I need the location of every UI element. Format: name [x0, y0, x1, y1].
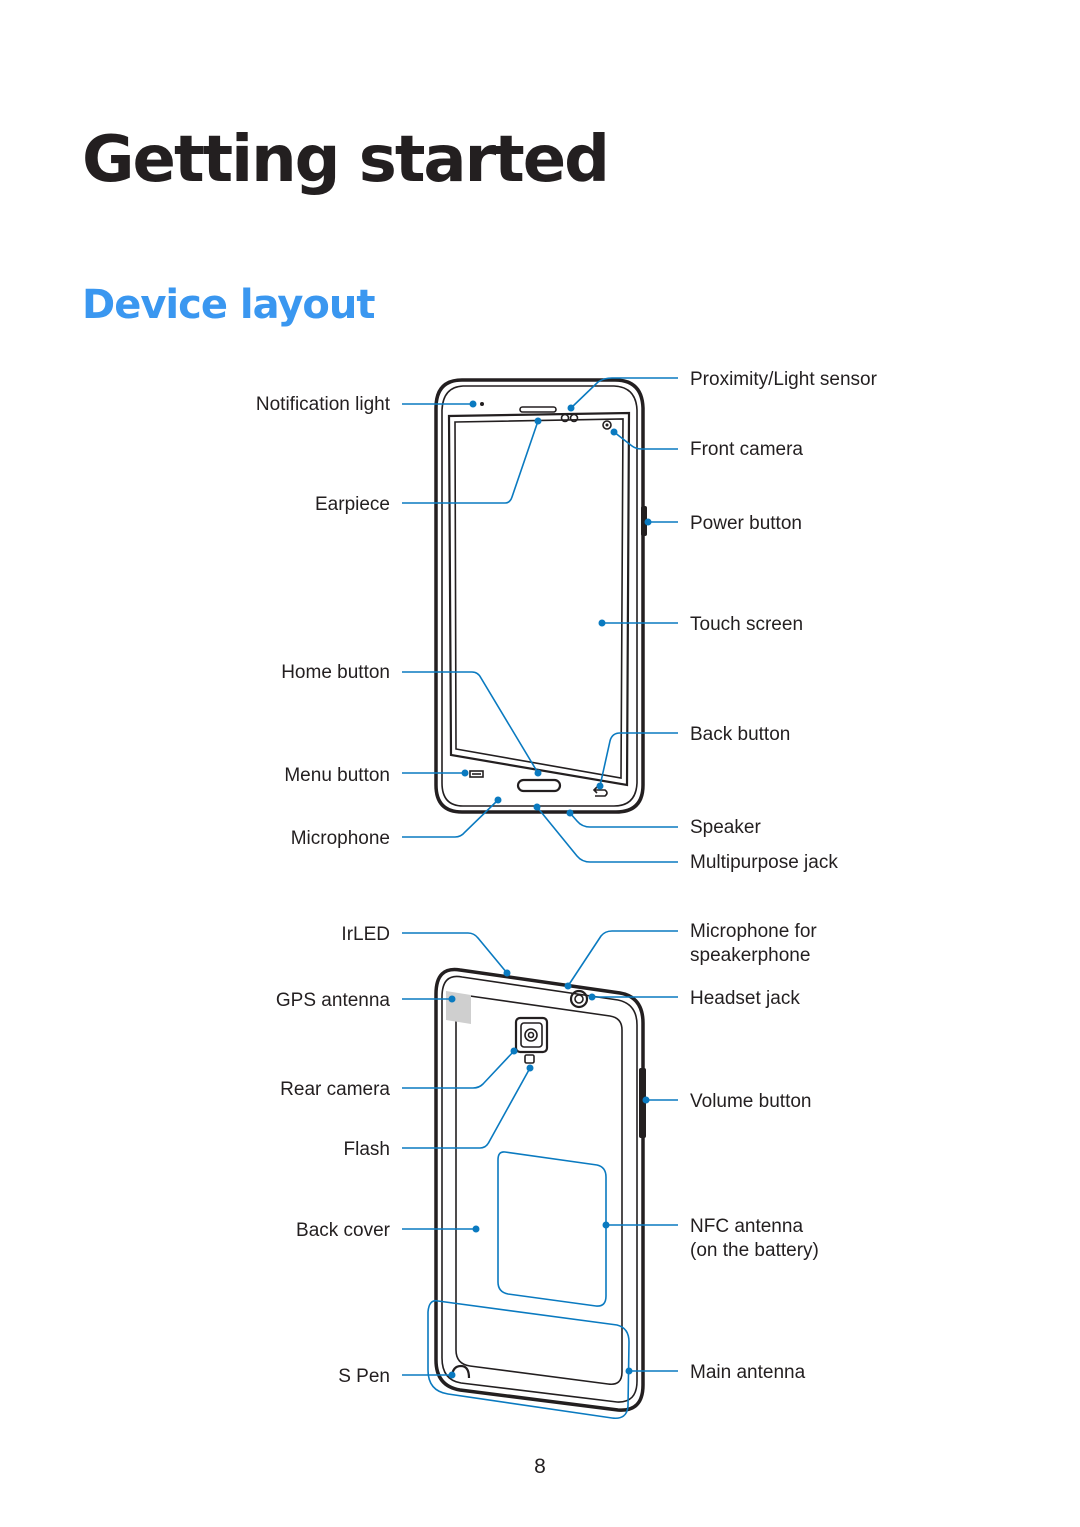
headset-jack	[569, 989, 589, 1009]
rear-camera	[514, 1016, 549, 1054]
callout-notification-light: Notification light	[256, 394, 477, 415]
notification-light	[480, 402, 484, 406]
label-headset-jack: Headset jack	[690, 988, 800, 1009]
callout-microphone-speakerphone: Microphone for speakerphone	[564, 921, 817, 990]
back-callouts: IrLED GPS antenna Rear camera Flash Back…	[276, 921, 819, 1387]
gps-antenna-patch	[446, 991, 471, 1024]
label-nfc-antenna-line1: NFC antenna	[690, 1216, 803, 1237]
callout-multipurpose-jack: Multipurpose jack	[533, 803, 838, 873]
front-phone-illustration	[434, 378, 647, 814]
label-multipurpose-jack: Multipurpose jack	[690, 852, 838, 873]
callout-home-button: Home button	[281, 662, 542, 777]
label-nfc-antenna-line2: (on the battery)	[690, 1240, 819, 1261]
label-main-antenna: Main antenna	[690, 1362, 806, 1383]
label-notification-light: Notification light	[256, 394, 391, 415]
label-earpiece: Earpiece	[315, 494, 390, 515]
volume-button	[639, 1068, 646, 1138]
callout-power-button: Power button	[644, 513, 802, 534]
label-rear-camera: Rear camera	[280, 1079, 390, 1100]
section-title: Device layout	[82, 282, 376, 328]
label-home-button: Home button	[281, 662, 390, 683]
callout-back-button: Back button	[596, 724, 790, 790]
label-gps-antenna: GPS antenna	[276, 990, 391, 1011]
label-volume-button: Volume button	[690, 1091, 811, 1112]
callout-s-pen: S Pen	[338, 1366, 456, 1387]
label-touch-screen: Touch screen	[690, 614, 803, 635]
front-callouts: Notification light Earpiece Home button …	[256, 369, 878, 873]
label-microphone: Microphone	[291, 828, 390, 849]
callout-speaker: Speaker	[566, 809, 761, 838]
main-antenna-outline	[427, 1299, 630, 1420]
label-back-cover: Back cover	[296, 1220, 391, 1241]
callout-earpiece: Earpiece	[315, 417, 542, 515]
callout-gps-antenna: GPS antenna	[276, 990, 456, 1011]
callout-irled: IrLED	[341, 924, 511, 977]
callout-nfc-antenna: NFC antenna (on the battery)	[602, 1216, 819, 1261]
callout-rear-camera: Rear camera	[280, 1047, 518, 1100]
label-power-button: Power button	[690, 513, 802, 534]
chapter-title: Getting started	[82, 123, 610, 197]
label-back-button: Back button	[690, 724, 790, 745]
back-phone-illustration	[427, 967, 646, 1420]
nfc-antenna-outline	[497, 1151, 607, 1307]
label-irled: IrLED	[341, 924, 390, 945]
home-button	[516, 778, 562, 793]
callout-back-cover: Back cover	[296, 1220, 480, 1241]
earpiece-grille	[519, 406, 557, 413]
flash	[524, 1054, 535, 1064]
callout-proximity-light-sensor: Proximity/Light sensor	[567, 369, 878, 412]
page-number: 8	[534, 1455, 546, 1478]
label-microphone-speakerphone-line2: speakerphone	[690, 945, 810, 966]
callout-menu-button: Menu button	[284, 765, 469, 786]
callout-touch-screen: Touch screen	[598, 614, 803, 635]
label-microphone-speakerphone-line1: Microphone for	[690, 921, 817, 942]
callout-front-camera: Front camera	[610, 428, 803, 460]
callout-microphone: Microphone	[291, 796, 502, 849]
label-s-pen: S Pen	[338, 1366, 390, 1387]
label-menu-button: Menu button	[284, 765, 390, 786]
label-front-camera: Front camera	[690, 439, 803, 460]
callout-volume-button: Volume button	[642, 1091, 811, 1112]
power-button	[641, 506, 647, 536]
callout-main-antenna: Main antenna	[625, 1362, 806, 1383]
label-speaker: Speaker	[690, 817, 761, 838]
callout-headset-jack: Headset jack	[588, 988, 800, 1009]
callout-flash: Flash	[344, 1064, 534, 1160]
label-proximity-light-sensor: Proximity/Light sensor	[690, 369, 878, 390]
label-flash: Flash	[344, 1139, 390, 1160]
